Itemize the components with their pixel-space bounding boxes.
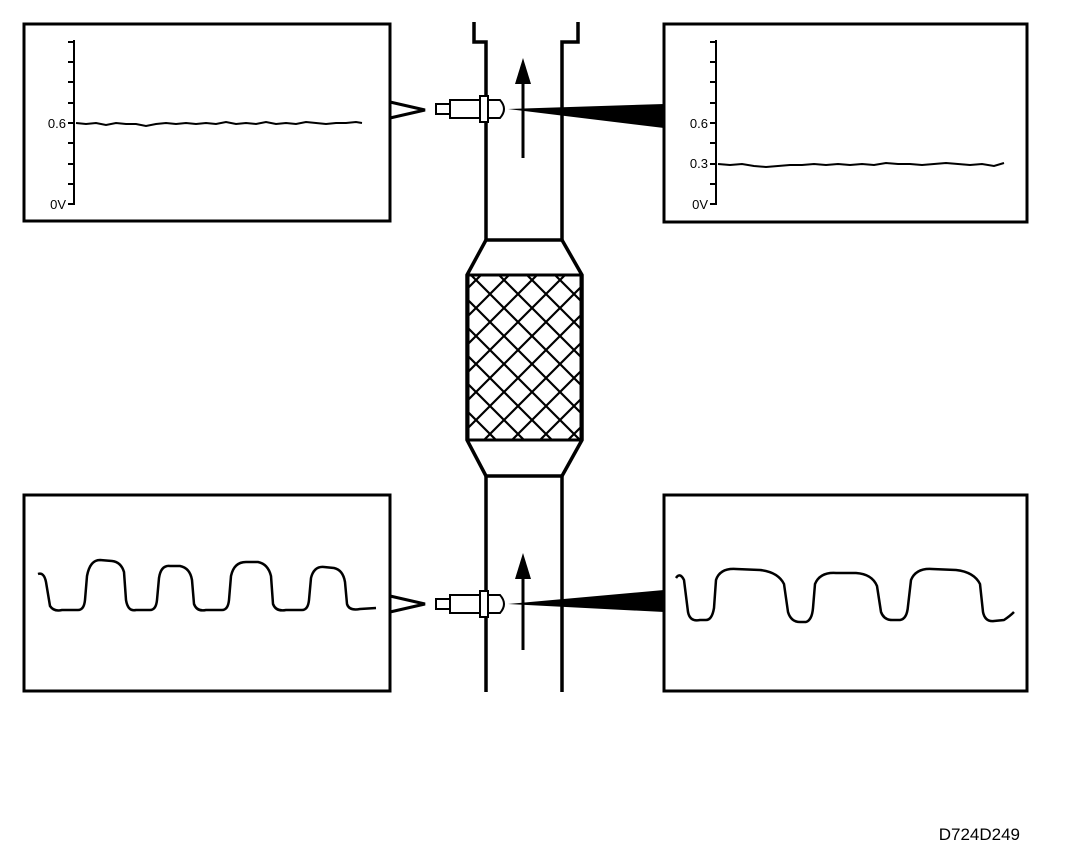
callout-leader-lower-right (508, 590, 664, 612)
oxygen-sensor-lower (435, 590, 505, 618)
callout-leader-upper-right (508, 104, 664, 128)
panel-upstream-switching (22, 493, 392, 693)
panel-upstream-steady: 0.6 0V (22, 22, 392, 223)
oxygen-sensor-upper (435, 95, 505, 123)
panel-downstream-switching (662, 493, 1029, 693)
y-tick-label-0v: 0V (50, 197, 66, 212)
y-tick-label-0-6: 0.6 (48, 116, 66, 131)
panel-downstream-steady: 0.6 0.3 0V (662, 22, 1029, 224)
signal-trace-upstream-steady (75, 120, 363, 128)
signal-trace-downstream-switching (674, 567, 1015, 624)
y-tick-label-0-6: 0.6 (690, 116, 708, 131)
signal-trace-upstream-switching (37, 558, 377, 612)
exhaust-flow-arrow-upper (515, 58, 531, 158)
y-tick-label-0-3: 0.3 (690, 156, 708, 171)
signal-trace-downstream-steady (717, 161, 1005, 169)
y-tick-label-0v: 0V (692, 197, 708, 212)
catalyst-substrate (466, 273, 583, 442)
exhaust-flow-arrow-lower (515, 553, 531, 650)
figure-code: D724D249 (939, 825, 1020, 844)
callout-leader-upper-left (389, 100, 426, 120)
callout-leader-lower-left (389, 594, 426, 614)
